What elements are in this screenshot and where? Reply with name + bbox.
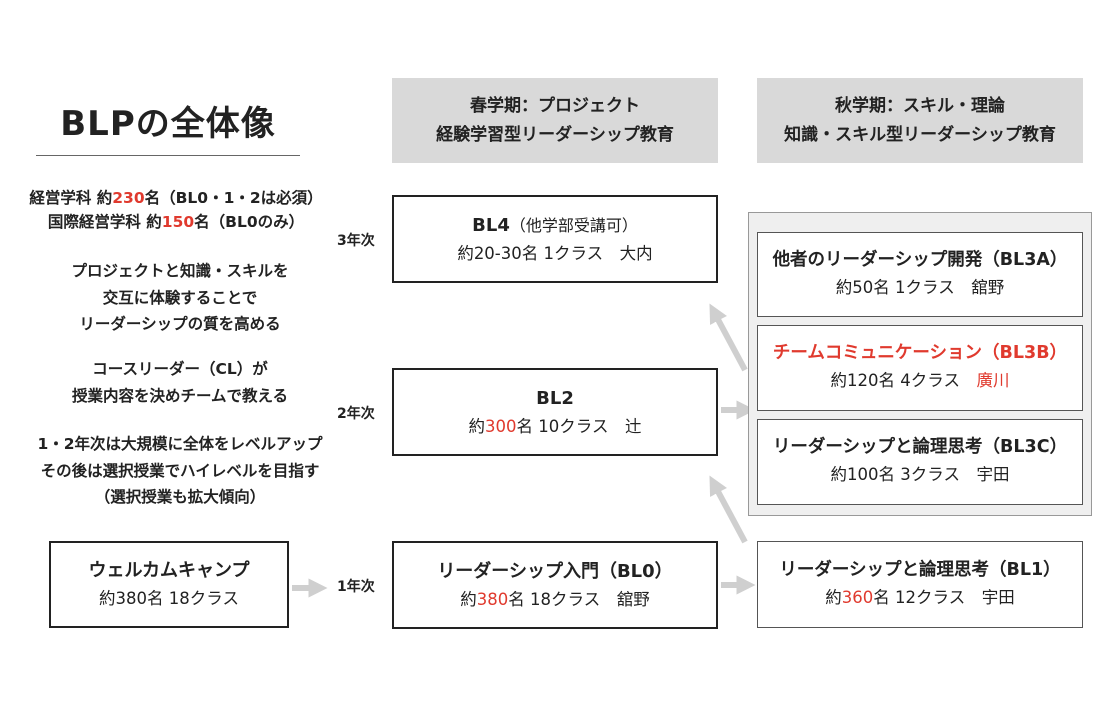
bl0-info: 約380名 18クラス 舘野 bbox=[460, 590, 650, 609]
bl3b-name: チームコミュニケーション（BL3B） bbox=[772, 343, 1068, 363]
year-label-1: 1年次 bbox=[337, 579, 375, 595]
bl0-name: リーダーシップ入門（BL0） bbox=[437, 561, 673, 582]
welcome-camp-box: ウェルカムキャンプ 約380名 18クラス bbox=[49, 541, 289, 628]
bl0-box: リーダーシップ入門（BL0） 約380名 18クラス 舘野 bbox=[392, 541, 718, 629]
bl3c-name: リーダーシップと論理思考（BL3C） bbox=[772, 437, 1068, 457]
page-title: BLPの全体像 bbox=[60, 104, 276, 144]
bl1-name: リーダーシップと論理思考（BL1） bbox=[779, 560, 1061, 580]
arrow-bl1-to-bl2 bbox=[709, 475, 748, 544]
bl4-info: 約20-30名 1クラス 大内 bbox=[457, 244, 653, 263]
bl1-info: 約360名 12クラス 宇田 bbox=[825, 588, 1015, 607]
bl4-name: BL4 bbox=[472, 215, 510, 236]
bl4-note: （他学部受講可） bbox=[509, 216, 638, 235]
welcome-camp-info: 約380名 18クラス bbox=[99, 589, 239, 608]
arrow-bl3-to-bl4 bbox=[709, 303, 748, 372]
bl3a-name: 他者のリーダーシップ開発（BL3A） bbox=[772, 250, 1068, 270]
year-label-2: 2年次 bbox=[337, 406, 375, 422]
stat-line-business: 経営学科 約230名（BL0・1・2は必須） bbox=[29, 189, 323, 207]
stat-value-international: 150 bbox=[161, 213, 195, 231]
student-counts: 経営学科 約230名（BL0・1・2は必須） 国際経営学科 約150名（BL0の… bbox=[16, 186, 336, 234]
year-label-3: 3年次 bbox=[337, 233, 375, 249]
stat-value-business: 230 bbox=[112, 189, 145, 207]
bl3a-box: 他者のリーダーシップ開発（BL3A） 約50名 1クラス 舘野 bbox=[757, 232, 1083, 317]
bl1-box: リーダーシップと論理思考（BL1） 約360名 12クラス 宇田 bbox=[757, 541, 1083, 628]
bl4-box: BL4（他学部受講可） 約20-30名 1クラス 大内 bbox=[392, 195, 718, 283]
description-block-2: コースリーダー（CL）が 授業内容を決めチームで教える bbox=[71, 360, 289, 405]
bl3b-info: 約120名 4クラス 廣川 bbox=[830, 371, 1010, 390]
bl3c-info: 約100名 3クラス 宇田 bbox=[830, 465, 1010, 484]
spring-header: 春学期：プロジェクト 経験学習型リーダーシップ教育 bbox=[392, 78, 718, 163]
bl3b-box: チームコミュニケーション（BL3B） 約120名 4クラス 廣川 bbox=[757, 325, 1083, 411]
bl2-info: 約300名 10クラス 辻 bbox=[468, 417, 642, 436]
bl2-box: BL2 約300名 10クラス 辻 bbox=[392, 368, 718, 456]
welcome-camp-name: ウェルカムキャンプ bbox=[88, 560, 250, 581]
autumn-header: 秋学期：スキル・理論 知識・スキル型リーダーシップ教育 bbox=[757, 78, 1083, 163]
bl3c-box: リーダーシップと論理思考（BL3C） 約100名 3クラス 宇田 bbox=[757, 419, 1083, 505]
bl2-name: BL2 bbox=[536, 388, 574, 409]
stat-line-international: 国際経営学科 約150名（BL0のみ） bbox=[47, 213, 305, 231]
description-block-1: プロジェクトと知識・スキルを 交互に体験することで リーダーシップの質を高める bbox=[71, 262, 289, 333]
description-block-3: 1・2年次は大規模に全体をレベルアップ その後は選択授業でハイレベルを目指す （… bbox=[37, 435, 323, 506]
bl3a-info: 約50名 1クラス 舘野 bbox=[835, 278, 1005, 297]
title-underline bbox=[36, 155, 300, 156]
